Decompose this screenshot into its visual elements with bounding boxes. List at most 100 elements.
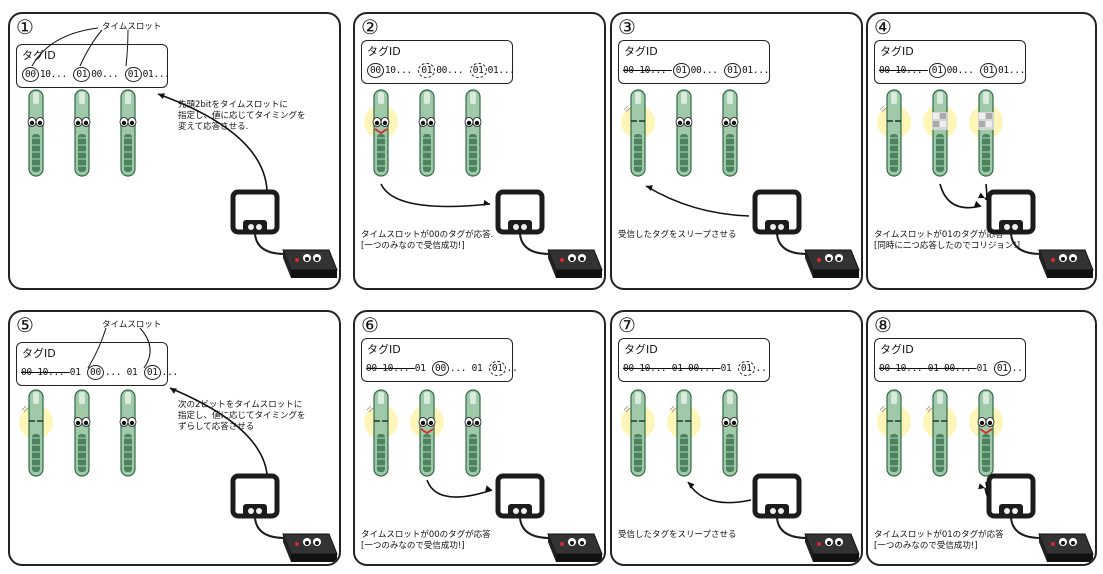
rfid-tag — [119, 389, 137, 477]
tag-coil — [78, 434, 86, 472]
step-number: ⑦ — [618, 313, 636, 337]
step-number: ④ — [874, 15, 892, 39]
tag-cap — [33, 392, 39, 404]
antenna-head — [999, 220, 1023, 234]
step-number: ⑥ — [361, 313, 379, 337]
tag-coil — [890, 434, 898, 472]
tag-coil — [634, 134, 642, 172]
rfid-tag — [73, 389, 91, 477]
signal-arrow — [687, 481, 752, 504]
signal-arrow — [939, 183, 982, 209]
tag-coil — [936, 434, 944, 472]
reader-unit — [1038, 533, 1094, 562]
slot-pointer-line — [31, 27, 99, 67]
id-bits: 00 10... — [879, 65, 928, 76]
arrow-head-icon — [158, 93, 165, 100]
sleep-z-icon — [669, 405, 677, 413]
step-number: ⑧ — [874, 313, 892, 337]
antenna-head — [508, 504, 532, 518]
time-slot-bits: 01 — [724, 63, 741, 78]
reader-led — [817, 542, 821, 546]
signal-arrow — [984, 481, 989, 498]
tag-id-bits: 00 10... 01 00... 01 01.. — [623, 361, 767, 376]
tag-cap — [983, 92, 989, 104]
signal-arrow — [426, 479, 493, 498]
tag-coil — [32, 134, 40, 172]
step-caption: 受信したタグをスリープさせる — [618, 230, 737, 240]
reader-antenna — [752, 473, 808, 539]
id-bits: 01 — [976, 363, 993, 374]
reader-antenna — [230, 189, 286, 255]
tag-id-label: タグID — [880, 45, 914, 58]
tag-coil — [936, 134, 944, 172]
id-bits: 00... — [946, 65, 980, 76]
time-slot-bits: 01 — [928, 63, 946, 78]
reader-unit — [1038, 249, 1094, 278]
tag-coil — [423, 134, 431, 172]
time-slot-bits: 00 — [22, 67, 39, 82]
tag-cap — [125, 392, 131, 404]
tag-cap — [33, 92, 39, 104]
reader-antenna — [495, 473, 551, 539]
tag-coil — [469, 134, 477, 172]
tag-coil — [377, 434, 385, 472]
rfid-tag — [877, 389, 911, 477]
signal-arrow — [157, 93, 268, 191]
id-bits: 01... — [487, 65, 515, 76]
panel-illustration — [621, 389, 860, 562]
tag-coil — [982, 434, 990, 472]
id-bits: 00 10... — [879, 363, 928, 374]
reader-cable — [776, 517, 808, 539]
tag-cap — [635, 92, 641, 104]
reader-led — [560, 542, 564, 546]
slot-pointer-line — [87, 327, 107, 369]
time-slot-bits: 01 — [469, 63, 487, 78]
sleep-z-icon — [21, 405, 29, 413]
reader-cable — [254, 517, 286, 539]
tag-coil — [469, 434, 477, 472]
tag-cap — [424, 392, 430, 404]
tag-cap — [635, 392, 641, 404]
reader-unit — [804, 533, 860, 562]
id-bits: 01 — [414, 363, 432, 374]
time-slot-bits: 01 — [488, 361, 506, 376]
rfid-tag — [364, 89, 398, 177]
rfid-tag — [621, 89, 655, 177]
reader-unit — [547, 249, 603, 278]
tag-cap — [937, 92, 943, 104]
tag-id-bits: 00 10... 01 00... 01 01.. — [366, 361, 518, 376]
panel-illustration — [877, 89, 1094, 278]
sleep-z-icon — [879, 105, 887, 113]
antenna-head — [765, 504, 789, 518]
id-bits: .. — [755, 363, 767, 374]
time-slot-bits: 01 — [993, 361, 1011, 376]
tag-cap — [79, 392, 85, 404]
rfid-tag — [410, 389, 444, 477]
id-bits: 01... — [742, 65, 770, 76]
tag-cap — [727, 392, 733, 404]
antenna-head — [243, 504, 267, 518]
step-number: ⑤ — [16, 313, 34, 337]
reader-antenna — [986, 473, 1042, 539]
arrow-head-icon — [646, 185, 653, 192]
tag-cap — [681, 392, 687, 404]
tag-cap — [79, 92, 85, 104]
step-caption: タイムスロットが00のタグが応答. [一つのみなので受信成功!] — [361, 230, 494, 251]
arrow-head-icon — [688, 482, 695, 489]
sleep-z-icon — [623, 405, 631, 413]
rfid-tag — [675, 89, 693, 177]
reader-antenna — [986, 189, 1042, 255]
panel-illustration — [364, 89, 603, 278]
